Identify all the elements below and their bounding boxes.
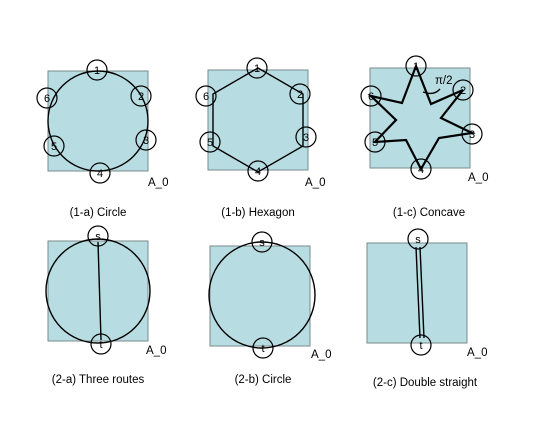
- panel-1c-angle-arc: [422, 88, 441, 95]
- panel-1b-node-2: 2: [289, 83, 311, 105]
- svg-text:3: 3: [303, 132, 309, 144]
- panel-2b-node-s: s: [251, 231, 273, 253]
- panel-1b-hexagon: 1 2 3 4 5 6 A_0 (1-b) Hexagon: [195, 57, 325, 219]
- panel-2c-double-straight: s t A_0 (2-c) Double straight: [366, 228, 487, 389]
- panel-1c-concave: π/2 1 2 3 4 5 6 A_0 (1-c) Concave: [360, 55, 488, 219]
- panel-2b-caption: (2-b) Circle: [235, 374, 292, 386]
- panel-1b-node-3: 3: [295, 126, 317, 148]
- svg-text:5: 5: [372, 137, 378, 149]
- panel-2a-node-t: t: [90, 333, 112, 355]
- panel-2a-straight-route: [97, 241, 102, 341]
- panel-1b-node-5: 5: [199, 131, 221, 153]
- panel-2a-area-label: A_0: [146, 345, 166, 357]
- panel-2c-straight-route-1: [415, 246, 421, 339]
- svg-text:t: t: [261, 343, 264, 355]
- panel-2a-caption: (2-a) Three routes: [52, 374, 145, 386]
- panel-1a-node-3: 3: [135, 129, 157, 151]
- panel-1c-square: [369, 67, 471, 169]
- panel-1a-caption: (1-a) Circle: [70, 207, 127, 219]
- panel-2a-circle-route: [45, 238, 151, 344]
- svg-text:4: 4: [97, 168, 103, 180]
- svg-text:2: 2: [297, 89, 303, 101]
- svg-text:2: 2: [138, 91, 144, 103]
- panel-1c-node-1: 1: [405, 55, 427, 77]
- panel-1c-node-2: 2: [452, 79, 474, 101]
- svg-text:3: 3: [143, 135, 149, 147]
- panel-1b-node-1: 1: [246, 57, 268, 79]
- panel-1c-node-3: 3: [461, 123, 483, 145]
- panel-2a-three-routes: s t A_0 (2-a) Three routes: [45, 225, 166, 386]
- panel-2c-straight-route-2: [419, 246, 425, 339]
- panel-1c-node-6: 6: [360, 85, 382, 107]
- svg-text:6: 6: [368, 91, 374, 103]
- svg-text:s: s: [259, 237, 265, 249]
- panel-1a-square: [47, 70, 149, 172]
- svg-text:5: 5: [51, 141, 57, 153]
- panel-1a-area-label: A_0: [148, 177, 168, 189]
- panel-1b-square: [207, 69, 309, 171]
- panel-2c-caption: (2-c) Double straight: [373, 377, 478, 389]
- panel-1c-node-4: 4: [410, 158, 432, 180]
- svg-text:1: 1: [413, 61, 419, 73]
- panel-1a-node-2: 2: [130, 85, 152, 107]
- svg-text:2: 2: [460, 85, 466, 97]
- panel-2b-square: [209, 245, 311, 347]
- panel-1a-node-1: 1: [86, 59, 108, 81]
- panel-2c-area-label: A_0: [467, 347, 487, 359]
- svg-text:1: 1: [94, 65, 100, 77]
- panel-2c-node-s: s: [407, 228, 429, 250]
- panel-1a-circle-route: [47, 70, 149, 172]
- panel-1a-circle: 1 2 3 4 5 6 A_0 (1-a) Circle: [36, 59, 168, 219]
- panel-2b-circle-route: [208, 241, 316, 349]
- svg-text:6: 6: [203, 91, 209, 103]
- panel-1c-angle-label: π/2: [435, 75, 453, 87]
- panel-1b-hexagon-route: [212, 67, 304, 173]
- svg-text:s: s: [95, 231, 101, 243]
- svg-text:1: 1: [254, 63, 260, 75]
- panel-1b-node-4: 4: [247, 160, 269, 182]
- panel-2b-area-label: A_0: [311, 349, 331, 361]
- panel-1b-area-label: A_0: [305, 177, 325, 189]
- svg-text:5: 5: [207, 137, 213, 149]
- panel-1a-node-4: 4: [89, 162, 111, 184]
- svg-text:4: 4: [418, 164, 424, 176]
- svg-text:t: t: [419, 340, 422, 352]
- panel-1c-star-route: [367, 62, 476, 172]
- panel-1a-node-6: 6: [36, 87, 58, 109]
- panel-2c-node-t: t: [410, 334, 432, 356]
- svg-text:3: 3: [469, 129, 475, 141]
- panel-1c-area-label: A_0: [468, 172, 488, 184]
- panel-1a-node-5: 5: [43, 135, 65, 157]
- panel-1b-caption: (1-b) Hexagon: [221, 207, 295, 219]
- svg-text:s: s: [415, 234, 421, 246]
- panel-1c-node-5: 5: [364, 131, 386, 153]
- svg-text:t: t: [99, 339, 102, 351]
- panel-1b-node-6: 6: [195, 85, 217, 107]
- panel-2a-node-s: s: [87, 225, 109, 247]
- panel-2b-node-t: t: [252, 337, 274, 359]
- svg-text:6: 6: [44, 93, 50, 105]
- svg-text:4: 4: [255, 166, 261, 178]
- panel-2b-circle: s t A_0 (2-b) Circle: [208, 231, 331, 386]
- panel-1c-caption: (1-c) Concave: [393, 207, 465, 219]
